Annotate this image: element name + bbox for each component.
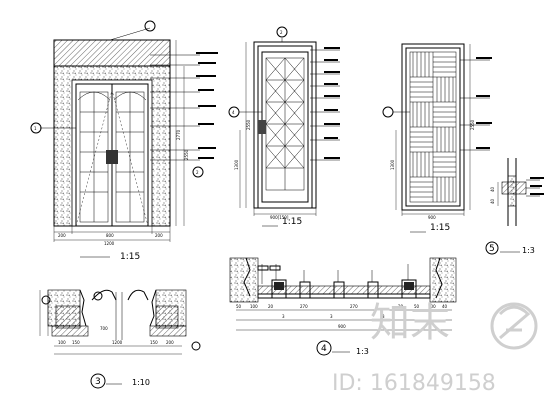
section-5-jamb-detail: 40 40 5 1:3 <box>485 158 544 255</box>
elev1-callout-2: 2 <box>196 170 199 175</box>
elev2-dim-side-2: 1300 <box>234 159 239 170</box>
sec5-callout: 5 <box>489 244 495 254</box>
callout-top-1 <box>144 20 156 32</box>
watermark-id: ID: 161849158 <box>332 371 496 396</box>
sec3-callout: 3 <box>95 377 101 387</box>
callout-1-left <box>30 122 42 134</box>
elev3-scale: 1:15 <box>430 223 450 233</box>
watermark: 知末 ID: 161849158 <box>332 300 538 396</box>
sec4-dim-3: 20 <box>268 304 274 309</box>
elev1-dim-side-2: 2550 <box>184 149 189 160</box>
elev3-dim-side-1: 2550 <box>470 119 475 130</box>
sec5-scale: 1:3 <box>522 246 535 255</box>
sec4-dim-5: 270 <box>300 304 308 309</box>
section-3-threshold: 100 150 1200 150 200 700 3 1:10 <box>39 289 201 389</box>
sec5-dim-2: 40 <box>490 198 495 204</box>
sec4-callout: 4 <box>321 344 327 354</box>
sec4-dim-8: 3 <box>382 314 385 319</box>
sec4-dim-6: 3 <box>330 314 333 319</box>
elev2-dim-side-1: 2550 <box>246 119 251 130</box>
callout-2-top <box>276 26 288 38</box>
elev1-dim-c: 200 <box>155 233 163 238</box>
sec4-dim-12: 40 <box>442 304 448 309</box>
elev2-callout-4: 4 <box>232 110 235 115</box>
elev1-dim-a: 200 <box>58 233 66 238</box>
callout-sec3-small-2 <box>93 291 103 301</box>
elevation-3-panel-door: 2550 1300 900 1:15 <box>382 43 492 233</box>
sec3-scale: 1:10 <box>132 378 150 387</box>
sec3-dim-6: 700 <box>100 326 108 331</box>
sec4-dim-11: 100 <box>428 304 436 309</box>
elev2-callout-2: 2 <box>280 30 283 35</box>
sec4-dim-10: 50 <box>414 304 420 309</box>
watermark-logo-icon <box>490 302 538 350</box>
sec3-dim-4: 150 <box>150 340 158 345</box>
sec5-dim-1: 40 <box>490 186 495 192</box>
callout-5-left <box>382 106 394 118</box>
callout-2-right <box>192 166 204 178</box>
elev3-dim-side-2: 1300 <box>390 159 395 170</box>
sec4-dim-1: 50 <box>236 304 242 309</box>
callout-4-title <box>316 340 332 356</box>
callout-sec3-small-3 <box>191 341 201 351</box>
sec4-dim-4: 3 <box>282 314 285 319</box>
elev1-dim-side-1: 2770 <box>176 129 181 140</box>
callout-3-title <box>90 373 106 389</box>
callout-sec3-small <box>41 295 51 305</box>
elev1-callout-1: 1 <box>34 126 37 131</box>
elev3-dim-bottom: 900 <box>428 215 436 220</box>
sec4-dim-9: 20 <box>398 304 404 309</box>
sec4-dim-13: 900 <box>338 324 346 329</box>
elevation-1-double-door: 2770 2550 1 2 200 800 200 1200 1:15 <box>30 20 218 262</box>
sec3-dim-2: 150 <box>72 340 80 345</box>
sec4-scale: 1:3 <box>356 347 369 356</box>
sec3-dim-1: 100 <box>58 340 66 345</box>
elev1-scale: 1:15 <box>120 252 140 262</box>
sec4-dim-7: 270 <box>350 304 358 309</box>
sec4-dim-2: 100 <box>250 304 258 309</box>
elev2-dim-label: 900[150] <box>270 215 289 220</box>
watermark-brand: 知末 <box>370 300 450 346</box>
elev1-dim-b: 800 <box>106 233 114 238</box>
callout-5-title <box>485 241 499 255</box>
elevation-2-single-door: 2 4 2550 1300 900[150] 1:15 <box>228 26 340 227</box>
elev2-scale: 1:15 <box>282 217 302 227</box>
elev1-dim-total: 1200 <box>104 241 115 246</box>
sec3-dim-5: 200 <box>166 340 174 345</box>
section-4-head-sill: 50 100 20 3 270 3 270 3 20 50 100 40 900… <box>229 257 457 356</box>
sec3-dim-3: 1200 <box>112 340 123 345</box>
